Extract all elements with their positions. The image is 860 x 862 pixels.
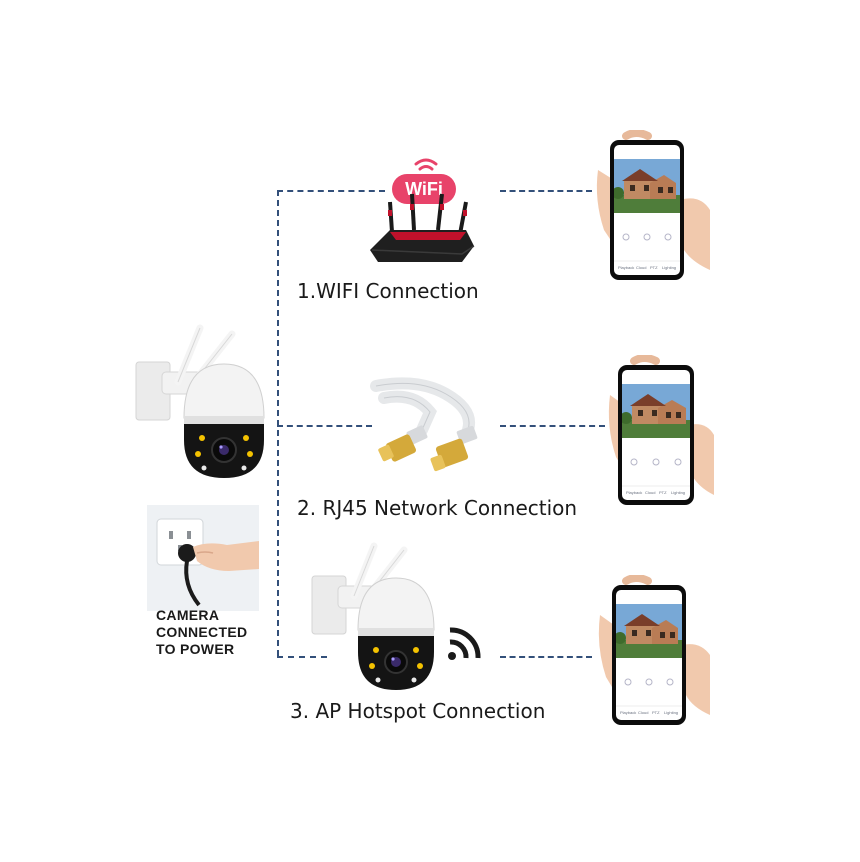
- phone-controls: Playback Cloud PTZ Lighting: [622, 458, 690, 495]
- connection-label-wifi: 1.WIFI Connection: [297, 279, 479, 303]
- wifi-badge-text: WiFi: [405, 179, 443, 199]
- phone-screen: Frontdoor Playback Cloud PTZ: [622, 370, 690, 500]
- phone-body: Frontdoor Playback Cloud PTZ: [610, 140, 684, 280]
- phone-tab-lighting[interactable]: Lighting: [671, 490, 685, 495]
- phone-tab-playback[interactable]: Playback: [626, 490, 642, 495]
- power-label-line-1: CAMERA: [156, 607, 220, 623]
- power-label: CAMERA CONNECTED TO POWER: [156, 607, 247, 658]
- phone-tab-cloud[interactable]: Cloud: [645, 490, 655, 495]
- house-image: [616, 604, 682, 658]
- phone-tab-ptz[interactable]: PTZ: [650, 265, 658, 270]
- power-label-line-2: CONNECTED: [156, 624, 248, 640]
- phone-screen: Frontdoor Playback Cloud PTZ: [616, 590, 682, 720]
- house-image: [622, 384, 690, 438]
- connector-rj45-right: [500, 425, 605, 427]
- connection-label-ap: 3. AP Hotspot Connection: [290, 699, 546, 723]
- phone-tab-lighting[interactable]: Lighting: [664, 710, 678, 715]
- wifi-router-illustration: WiFi: [370, 158, 475, 262]
- phone-title: Frontdoor: [620, 592, 660, 602]
- phone-rj45: Frontdoor Playback Cloud PTZ: [606, 355, 714, 507]
- house-image: [614, 159, 680, 213]
- camera-ap-illustration: [311, 542, 435, 690]
- phone-title: Frontdoor: [626, 372, 666, 382]
- power-plug-photo: [147, 505, 259, 611]
- connector-ap-left: [277, 656, 327, 658]
- connector-rj45-left: [277, 425, 372, 427]
- phone-tab-playback[interactable]: Playback: [618, 265, 634, 270]
- phone-controls: Playback Cloud PTZ Lighting: [614, 233, 680, 270]
- phone-title: Frontdoor: [618, 147, 658, 157]
- phone-body: Frontdoor Playback Cloud PTZ: [612, 585, 686, 725]
- phone-tab-cloud[interactable]: Cloud: [638, 710, 648, 715]
- phone-tab-ptz[interactable]: PTZ: [652, 710, 660, 715]
- phone-ap: Frontdoor Playback Cloud PTZ: [596, 575, 710, 727]
- hotspot-signal-icon: [448, 627, 481, 660]
- connector-wifi-left: [277, 190, 385, 192]
- hand-left: [598, 575, 710, 715]
- connector-wifi-right: [500, 190, 592, 192]
- phone-controls: Playback Cloud PTZ Lighting: [616, 678, 682, 715]
- phone-wifi: Frontdoor Playback Cloud PTZ: [592, 130, 710, 282]
- connector-vertical-line: [277, 190, 279, 656]
- phone-tab-playback[interactable]: Playback: [620, 710, 636, 715]
- camera-main-illustration: [135, 324, 265, 478]
- phone-body: Frontdoor Playback Cloud PTZ: [618, 365, 694, 505]
- power-label-line-3: TO POWER: [156, 641, 235, 657]
- connection-label-rj45: 2. RJ45 Network Connection: [297, 496, 578, 520]
- phone-tab-lighting[interactable]: Lighting: [662, 265, 676, 270]
- phone-screen: Frontdoor Playback Cloud PTZ: [614, 145, 680, 275]
- rj45-cable-illustration: [370, 377, 478, 472]
- hand-left: [596, 130, 710, 270]
- phone-tab-ptz[interactable]: PTZ: [659, 490, 667, 495]
- phone-tab-cloud[interactable]: Cloud: [636, 265, 646, 270]
- connector-ap-right: [500, 656, 592, 658]
